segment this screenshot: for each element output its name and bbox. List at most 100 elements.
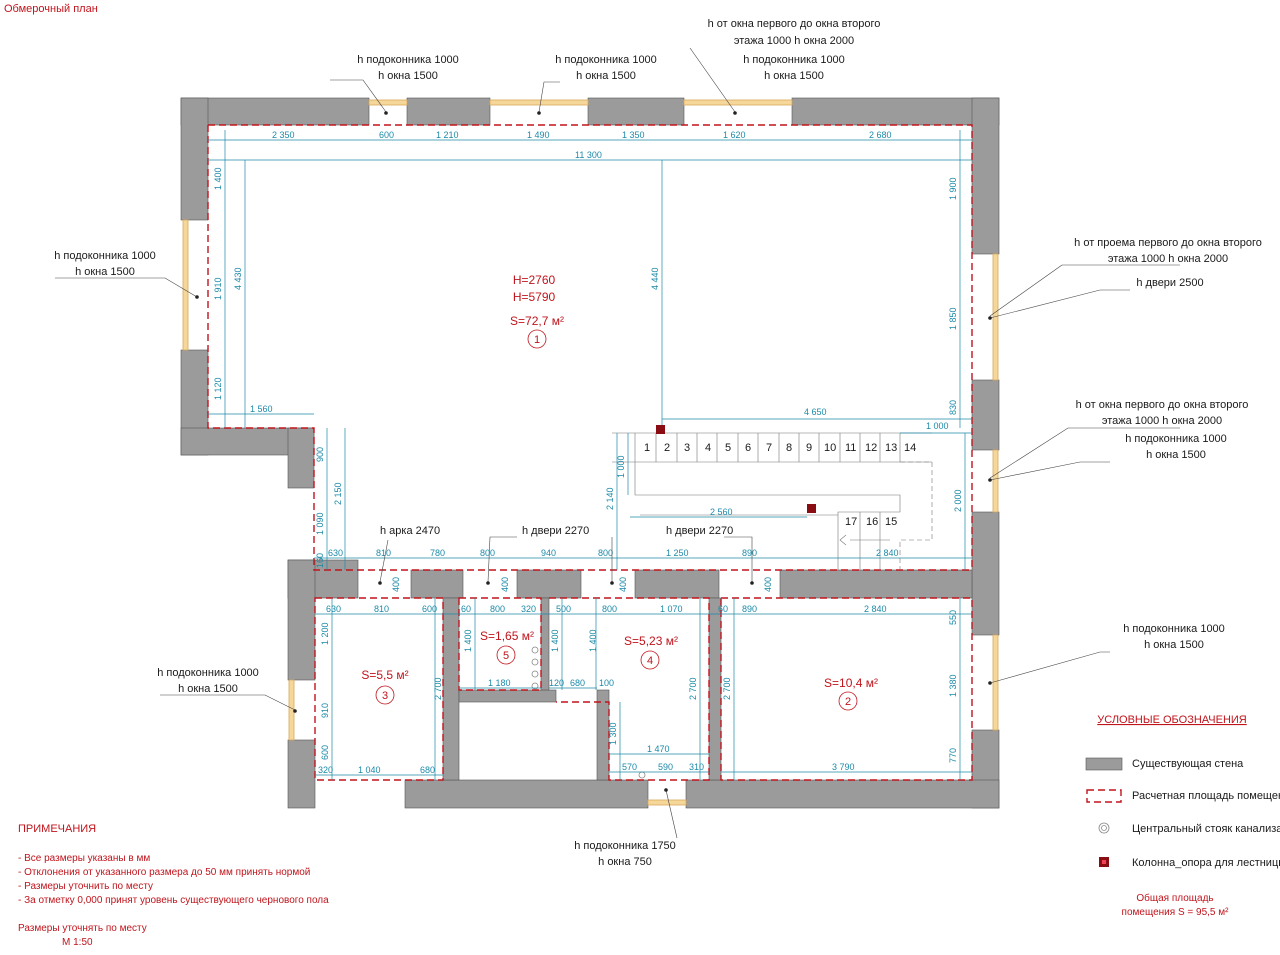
svg-text:h подоконника 1000: h подоконника 1000 [1123, 623, 1225, 635]
svg-text:3 790: 3 790 [832, 762, 855, 772]
svg-text:этажа 1000 h окна 2000: этажа 1000 h окна 2000 [1102, 415, 1222, 427]
svg-text:2: 2 [664, 442, 670, 454]
svg-text:2 140: 2 140 [605, 487, 615, 510]
svg-text:1 400: 1 400 [463, 629, 473, 652]
svg-text:h окна 1500: h окна 1500 [178, 683, 238, 695]
svg-text:800: 800 [480, 548, 495, 558]
svg-text:1 250: 1 250 [666, 548, 689, 558]
svg-text:- Все размеры указаны в мм: - Все размеры указаны в мм [18, 853, 150, 864]
svg-text:Размеры уточнять по месту: Размеры уточнять по месту [18, 923, 147, 934]
svg-text:h окна 1500: h окна 1500 [378, 70, 438, 82]
svg-text:320: 320 [318, 765, 333, 775]
svg-text:1: 1 [534, 334, 540, 346]
svg-text:1 400: 1 400 [550, 629, 560, 652]
svg-text:7: 7 [766, 442, 772, 454]
svg-text:h двери 2500: h двери 2500 [1136, 277, 1203, 289]
svg-text:Расчетная площадь помещений: Расчетная площадь помещений [1132, 790, 1280, 802]
svg-text:400: 400 [618, 577, 628, 592]
svg-text:2 700: 2 700 [433, 677, 443, 700]
svg-text:h окна 1500: h окна 1500 [1144, 639, 1204, 651]
svg-text:h подоконника 1000: h подоконника 1000 [555, 54, 657, 66]
svg-text:h подоконника 1750: h подоконника 1750 [574, 840, 676, 852]
svg-text:5: 5 [503, 650, 509, 662]
svg-text:1 180: 1 180 [488, 678, 511, 688]
svg-text:4 440: 4 440 [650, 267, 660, 290]
svg-text:890: 890 [742, 548, 757, 558]
svg-text:ПРИМЕЧАНИЯ: ПРИМЕЧАНИЯ [18, 823, 96, 835]
svg-text:h подоконника 1000: h подоконника 1000 [357, 54, 459, 66]
svg-text:2 000: 2 000 [953, 489, 963, 512]
svg-text:160: 160 [315, 553, 325, 568]
svg-text:4 430: 4 430 [233, 267, 243, 290]
svg-text:600: 600 [422, 604, 437, 614]
svg-text:400: 400 [500, 577, 510, 592]
svg-text:h окна 1500: h окна 1500 [764, 70, 824, 82]
svg-text:60: 60 [718, 604, 728, 614]
svg-text:2 560: 2 560 [710, 507, 733, 517]
svg-text:800: 800 [598, 548, 613, 558]
notes: ПРИМЕЧАНИЯ - Все размеры указаны в мм - … [18, 823, 329, 948]
svg-text:2 700: 2 700 [688, 677, 698, 700]
svg-text:1 070: 1 070 [660, 604, 683, 614]
svg-text:h окна 1500: h окна 1500 [75, 266, 135, 278]
svg-text:1 560: 1 560 [250, 404, 273, 414]
svg-text:4 650: 4 650 [804, 407, 827, 417]
svg-text:900: 900 [315, 447, 325, 462]
legend-wall-swatch [1085, 757, 1123, 771]
svg-text:УСЛОВНЫЕ ОБОЗНАЧЕНИЯ: УСЛОВНЫЕ ОБОЗНАЧЕНИЯ [1097, 714, 1247, 726]
svg-text:1 400: 1 400 [213, 167, 223, 190]
svg-text:800: 800 [602, 604, 617, 614]
svg-text:S=10,4 м²: S=10,4 м² [824, 676, 878, 690]
svg-text:3: 3 [684, 442, 690, 454]
staircase [612, 432, 933, 570]
svg-text:Существующая стена: Существующая стена [1132, 758, 1244, 770]
svg-text:10: 10 [824, 442, 836, 454]
svg-text:680: 680 [420, 765, 435, 775]
svg-text:этажа 1000 h окна 2000: этажа 1000 h окна 2000 [1108, 253, 1228, 265]
svg-text:780: 780 [430, 548, 445, 558]
svg-text:1 400: 1 400 [588, 629, 598, 652]
svg-text:600: 600 [379, 130, 394, 140]
svg-text:9: 9 [806, 442, 812, 454]
svg-text:630: 630 [326, 604, 341, 614]
svg-text:11 300: 11 300 [575, 150, 602, 160]
svg-text:6: 6 [745, 442, 751, 454]
svg-text:17: 17 [845, 516, 857, 528]
svg-text:400: 400 [763, 577, 773, 592]
room-1-label: H=2760 H=5790 S=72,7 м² 1 [510, 273, 564, 349]
svg-text:890: 890 [742, 604, 757, 614]
stair-step-numbers: 1 2 3 4 5 6 7 8 9 10 11 12 13 14 17 16 1… [644, 442, 916, 528]
svg-text:М 1:50: М 1:50 [62, 937, 93, 948]
svg-text:810: 810 [374, 604, 389, 614]
svg-text:3: 3 [382, 690, 388, 702]
dimension-lines [208, 130, 972, 780]
svg-text:1 620: 1 620 [723, 130, 746, 140]
svg-text:- Отклонения от указанного раз: - Отклонения от указанного размера до 50… [18, 867, 310, 878]
svg-text:- Размеры уточнить по месту: - Размеры уточнить по месту [18, 881, 153, 892]
svg-text:11: 11 [845, 442, 856, 454]
svg-text:16: 16 [866, 516, 878, 528]
room-5-label: S=1,65 м² 5 [480, 629, 534, 665]
svg-text:помещения S = 95,5 м²: помещения S = 95,5 м² [1122, 907, 1230, 918]
svg-text:1 210: 1 210 [436, 130, 459, 140]
svg-text:400: 400 [391, 577, 401, 592]
svg-text:770: 770 [948, 748, 958, 763]
svg-text:2 150: 2 150 [333, 482, 343, 505]
svg-text:2 840: 2 840 [876, 548, 899, 558]
svg-text:120: 120 [549, 678, 564, 688]
svg-text:2 840: 2 840 [864, 604, 887, 614]
svg-text:h от проема первого до окна вт: h от проема первого до окна второго [1074, 237, 1262, 249]
svg-text:h окна 750: h окна 750 [598, 856, 652, 868]
column-icon [656, 425, 665, 434]
callout-labels: h подоконника 1000 h окна 1500 h подокон… [54, 18, 1262, 868]
room-2-label: S=10,4 м² 2 [824, 676, 878, 711]
svg-text:1 490: 1 490 [527, 130, 550, 140]
svg-text:1 380: 1 380 [948, 674, 958, 697]
svg-text:S=72,7 м²: S=72,7 м² [510, 314, 564, 328]
svg-text:13: 13 [885, 442, 897, 454]
svg-text:этажа 1000 h окна 2000: этажа 1000 h окна 2000 [734, 35, 854, 47]
svg-text:1 000: 1 000 [616, 455, 626, 478]
svg-text:100: 100 [599, 678, 614, 688]
svg-text:1 090: 1 090 [315, 512, 325, 535]
svg-text:h двери 2270: h двери 2270 [666, 525, 733, 537]
